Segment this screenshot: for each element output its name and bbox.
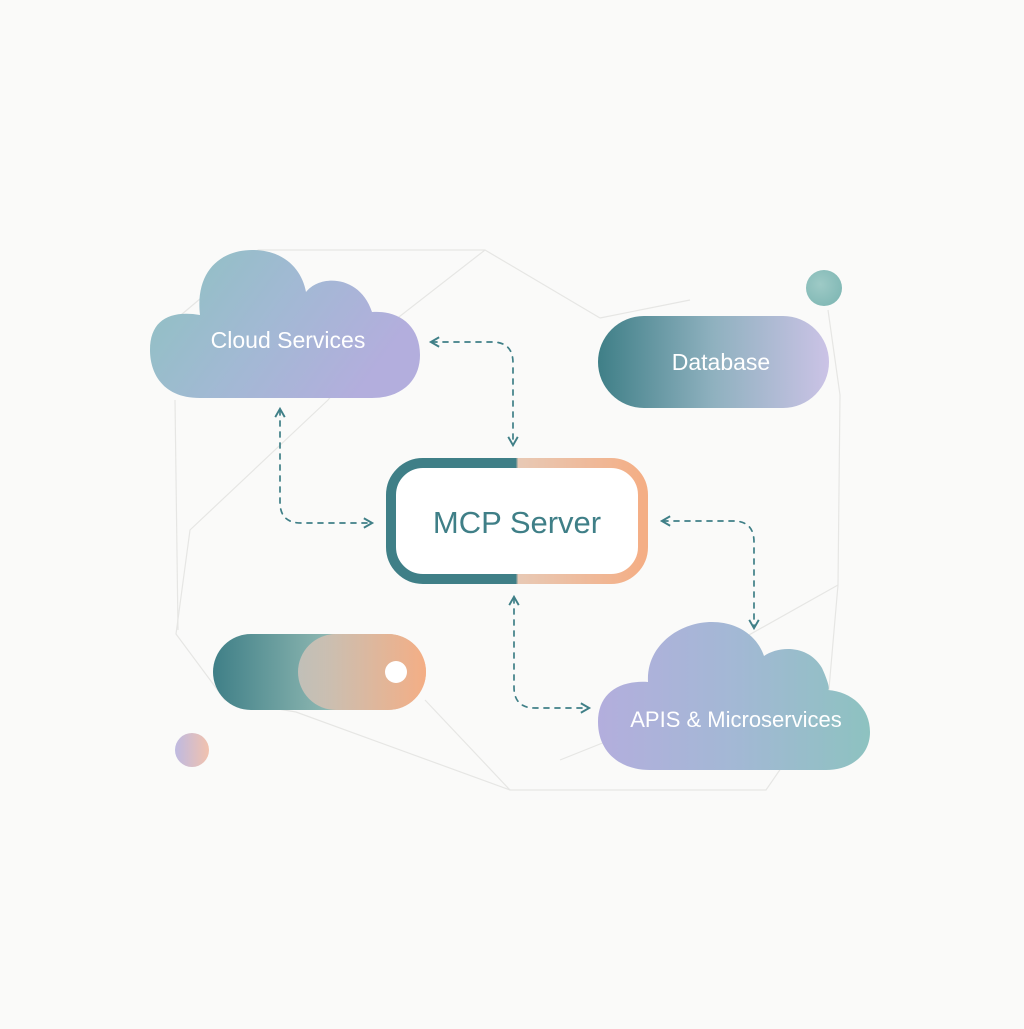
apis-microservices-label: APIS & Microservices xyxy=(630,707,842,732)
cloud-icon xyxy=(150,250,420,398)
connector-cloud-to-server-top xyxy=(428,336,519,448)
cloud-icon xyxy=(598,622,870,770)
decorative-dot-icon xyxy=(175,733,209,767)
connector-cloud-to-server-left xyxy=(274,406,375,529)
background-frame xyxy=(174,249,841,791)
apis-microservices-node[interactable]: APIS & Microservices xyxy=(598,622,870,770)
connector-server-to-apis-bottom xyxy=(508,594,592,714)
mcp-server-label: MCP Server xyxy=(433,505,601,540)
toggle-switch-icon xyxy=(213,634,426,710)
mcp-server-box xyxy=(386,458,648,584)
connection-lines xyxy=(274,336,760,714)
database-node[interactable]: Database xyxy=(598,316,829,408)
decorative-dot-icon xyxy=(806,270,842,306)
database-label: Database xyxy=(672,349,770,375)
connector-server-to-apis-right xyxy=(659,515,760,631)
mcp-server-node[interactable]: MCP Server xyxy=(386,458,648,584)
database-pill xyxy=(598,316,829,408)
cloud-services-label: Cloud Services xyxy=(211,327,366,353)
cloud-services-node[interactable]: Cloud Services xyxy=(150,250,420,398)
